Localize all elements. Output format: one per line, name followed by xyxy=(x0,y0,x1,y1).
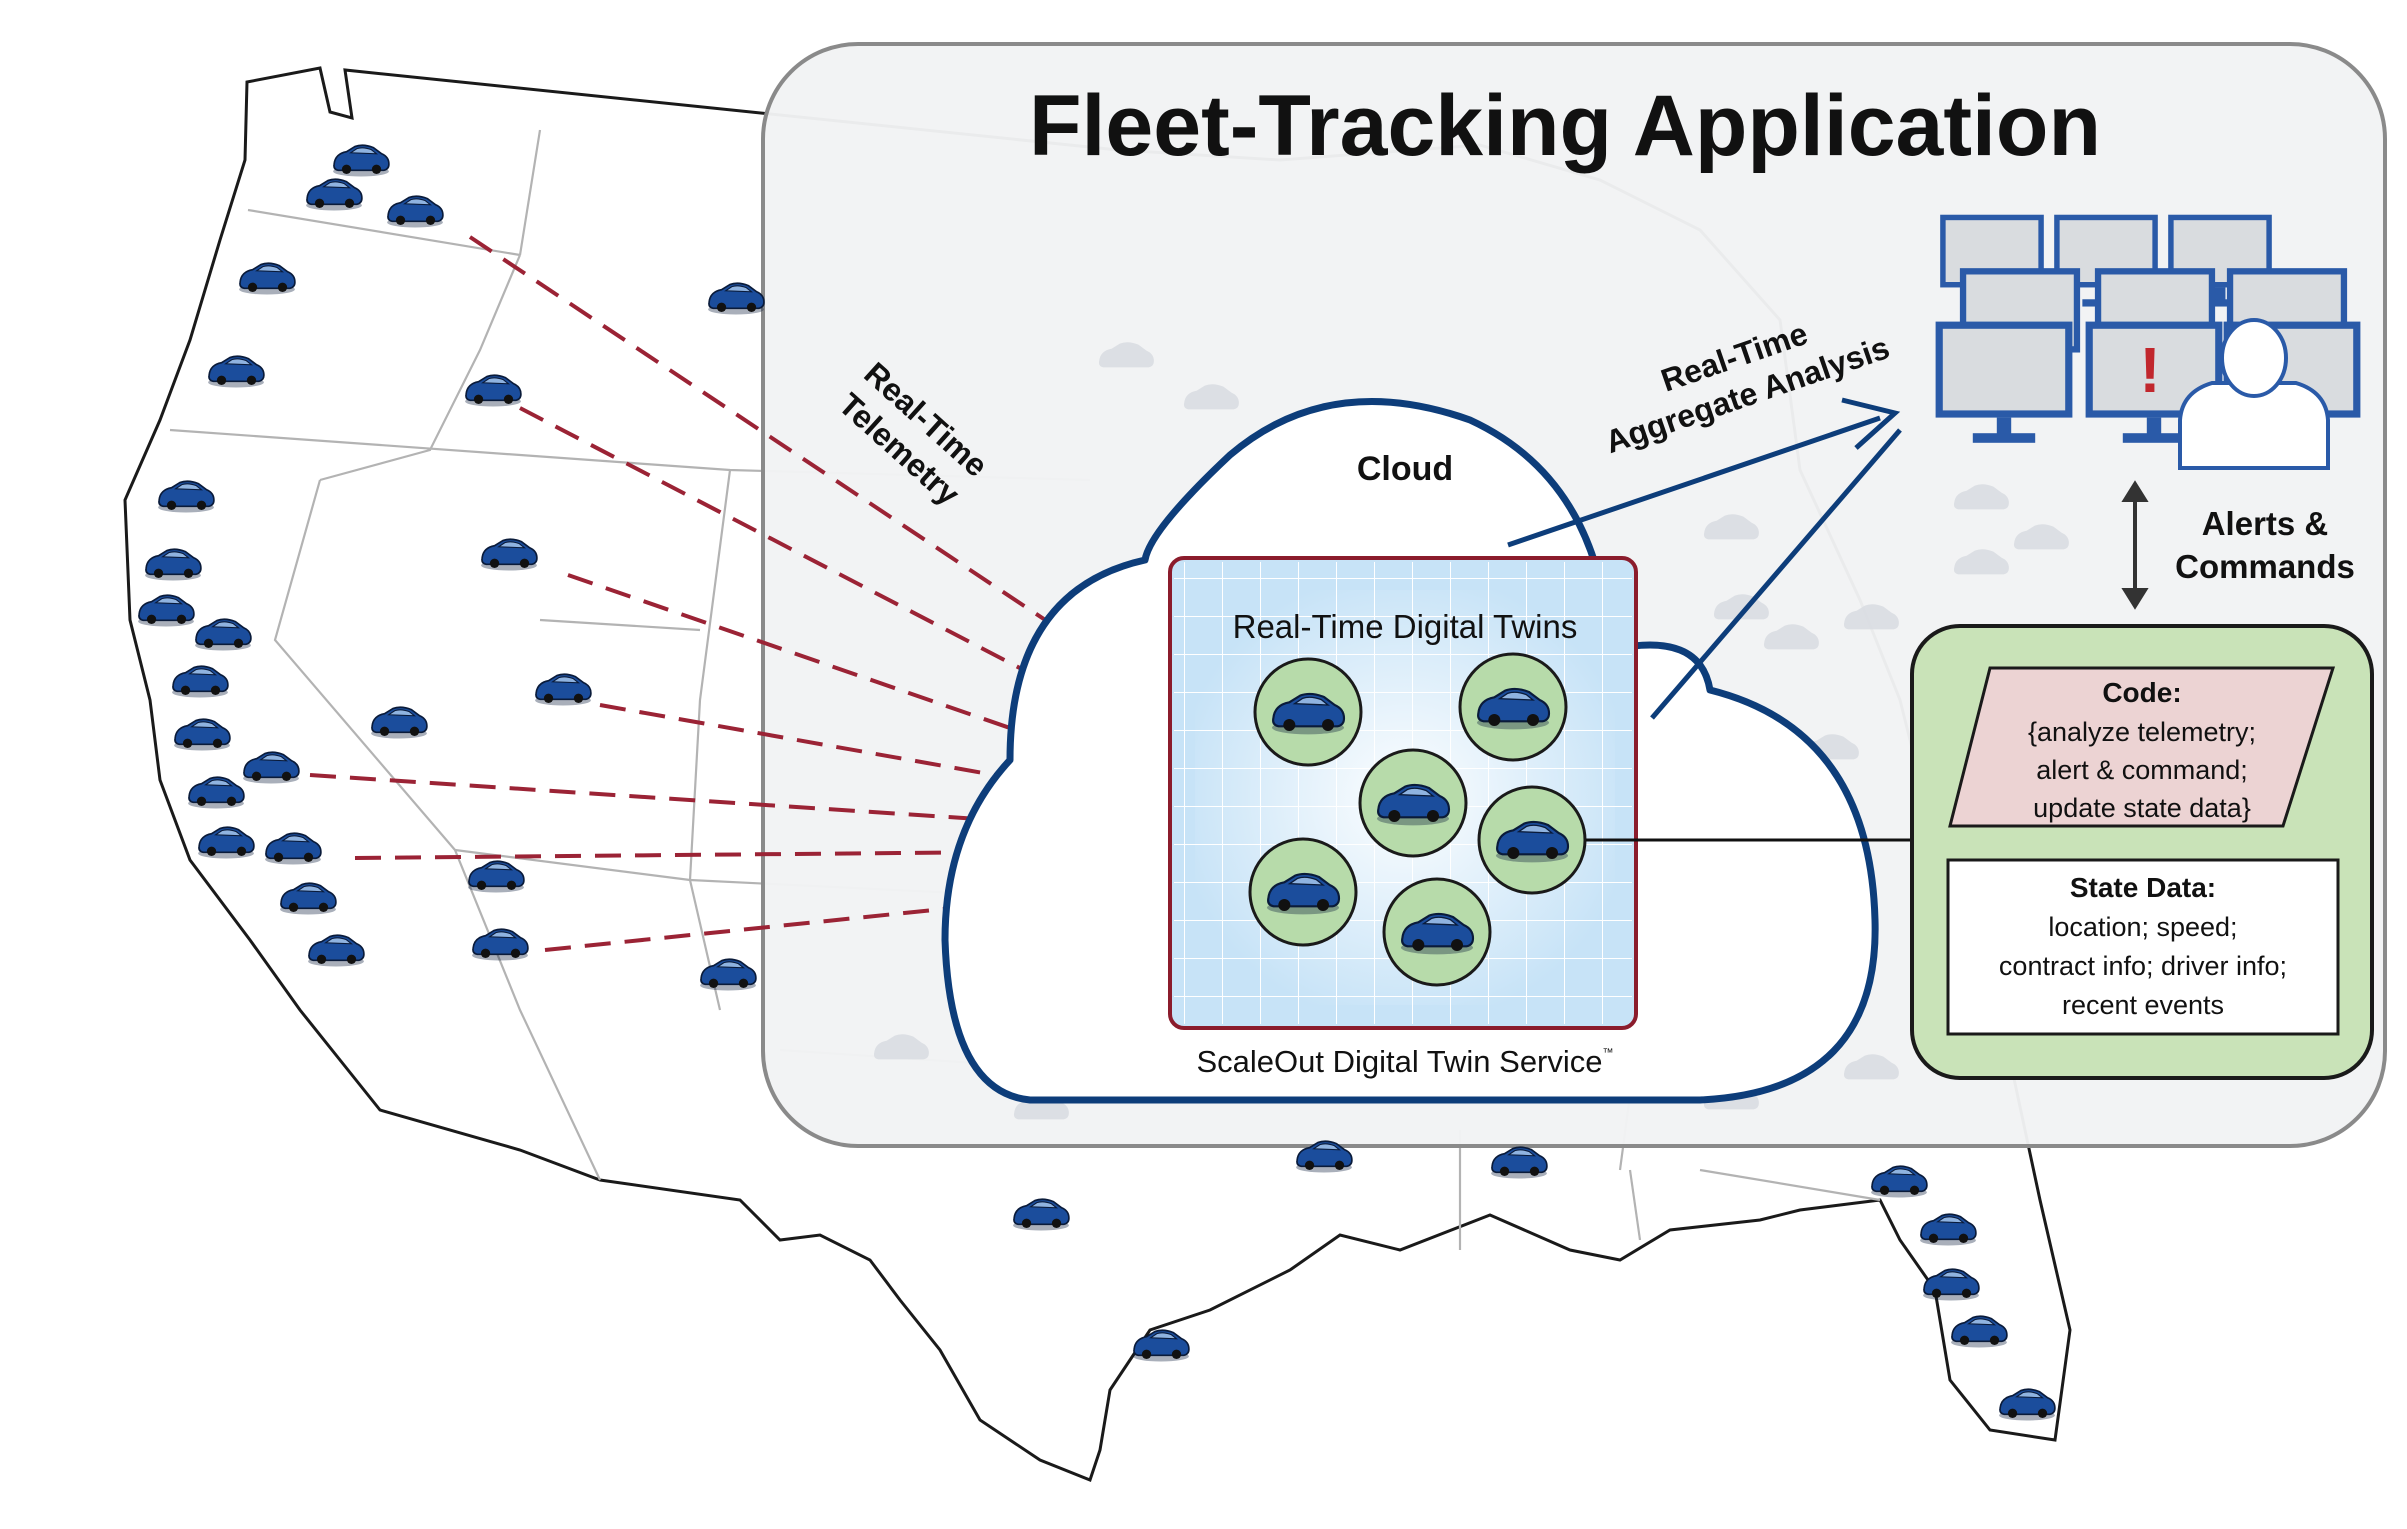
state-line: recent events xyxy=(2062,990,2224,1020)
state-line: contract info; driver info; xyxy=(1999,951,2287,981)
aggregate-arrows xyxy=(1507,397,1902,720)
code-heading: Code: xyxy=(2102,677,2181,708)
code-line: update state data} xyxy=(2033,793,2251,823)
code-line: alert & command; xyxy=(2036,755,2248,785)
cloud-label: Cloud xyxy=(1357,450,1453,488)
code-line: {analyze telemetry; xyxy=(2028,717,2256,747)
twins-label: Real-Time Digital Twins xyxy=(1233,608,1578,645)
service-label: ScaleOut Digital Twin Service™ xyxy=(1196,1044,1613,1079)
page-title: Fleet-Tracking Application xyxy=(1029,78,2101,174)
operator-icon xyxy=(2178,318,2330,470)
alert-icon: ! xyxy=(2139,334,2160,406)
code-box xyxy=(1948,666,2336,828)
state-heading: State Data: xyxy=(2070,872,2216,903)
state-data-box xyxy=(1946,858,2340,1036)
alerts-label-line1: Alerts & xyxy=(2202,505,2329,542)
alerts-arrow xyxy=(2121,480,2149,610)
state-line: location; speed; xyxy=(2048,912,2237,942)
twin-nodes xyxy=(1248,652,1587,987)
alerts-label-line2: Commands xyxy=(2175,548,2355,585)
